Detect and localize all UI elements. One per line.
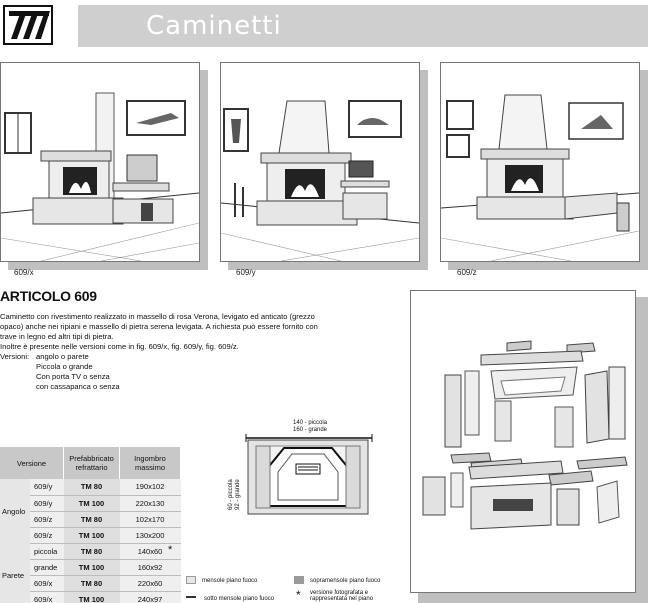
version-option: con cassapanca o senza	[36, 382, 120, 391]
description-line: Inoltre è presente nelle versioni come i…	[0, 342, 239, 351]
article-description: Caminetto con rivestimento realizzato in…	[0, 312, 400, 352]
versions-list: Versioni: angolo o parete Piccola o gran…	[0, 352, 120, 392]
group-label-parete: Parete	[0, 543, 30, 603]
description-line: Caminetto con rivestimento realizzato in…	[0, 312, 315, 321]
legend-swatch-dark	[294, 576, 304, 584]
cell-size: 102x170	[119, 511, 181, 528]
column-header-versione: Versione	[0, 447, 64, 479]
fireplace-illustration-609x	[0, 62, 200, 262]
legend-mensole: mensole piano fuoco	[202, 578, 258, 584]
legend-sopramensole: sopramensole piano fuoco	[310, 578, 381, 584]
table-row: 609/y TM 100 220x130	[0, 495, 181, 512]
photographed-version-star: *	[168, 544, 173, 556]
cell-prefab: TM 100	[63, 527, 120, 544]
brand-logo	[3, 5, 53, 45]
cell-prefab: TM 80	[63, 575, 120, 592]
version-option: Piccola o grande	[36, 362, 93, 371]
cell-version: grande	[30, 559, 64, 576]
cell-size: 190x102	[119, 479, 181, 496]
legend-swatch-line	[186, 596, 196, 598]
cell-prefab: TM 100	[63, 559, 120, 576]
diagram-width-labels: 140 - piccola 160 - grande	[275, 420, 345, 434]
cell-prefab: TM 100	[63, 495, 120, 512]
legend-swatch-light	[186, 576, 196, 584]
cell-version: 609/x	[30, 575, 64, 592]
cell-prefab: TM 80	[63, 543, 120, 560]
figure-caption-609y: 609/y	[236, 268, 256, 277]
cell-version: 609/y	[30, 495, 64, 512]
table-row: 609/z TM 100 130x200	[0, 527, 181, 544]
cell-size: 130x200	[119, 527, 181, 544]
cell-version: 609/z	[30, 511, 64, 528]
exploded-parts-drawing	[422, 340, 628, 530]
cell-prefab: TM 80	[63, 511, 120, 528]
description-line: opaco) anche nei ripiani e massello di p…	[0, 322, 318, 331]
fireplace-illustration-609z	[440, 62, 640, 262]
column-header-prefabbricato: Prefabbricato refrattario	[63, 447, 120, 479]
dim-width-small: 140 - piccola	[292, 420, 328, 426]
article-title: ARTICOLO 609	[0, 288, 97, 304]
cell-size: 240x97	[119, 591, 181, 603]
table-row: Angolo 609/y TM 80 190x102	[0, 479, 181, 543]
cell-version: piccola	[30, 543, 64, 560]
version-option: Con porta TV o senza	[36, 372, 110, 381]
fireplace-z-drawing	[440, 94, 640, 262]
description-line: trave in legno ed altri tipi di pietra.	[0, 332, 114, 341]
cell-version: 609/y	[30, 479, 64, 496]
table-row: 609/x TM 100 240x97	[0, 591, 181, 603]
plan-drawing	[245, 434, 373, 515]
table-row: Parete piccola TM 80 140x60	[0, 543, 181, 603]
figure-caption-609z: 609/z	[457, 268, 477, 277]
logo-mark	[9, 11, 50, 39]
plan-diagram	[226, 418, 386, 520]
dim-width-large: 160 - grande	[292, 427, 328, 433]
title-bar: Caminetti	[78, 5, 648, 47]
fireplace-illustration-609y	[220, 62, 420, 262]
cell-prefab: TM 100	[63, 591, 120, 603]
column-header-ingombro: Ingombro massimo	[119, 447, 181, 479]
fireplace-x-drawing	[0, 92, 200, 262]
cell-size: 220x130	[119, 495, 181, 512]
specs-table: Versione Prefabbricato refrattario Ingom…	[0, 447, 181, 603]
cell-prefab: TM 80	[63, 479, 120, 496]
cell-version: 609/z	[30, 527, 64, 544]
versions-label: Versioni:	[0, 352, 30, 361]
page-title: Caminetti	[146, 11, 282, 41]
legend-star: *	[296, 588, 301, 602]
figure-caption-609x: 609/x	[14, 268, 34, 277]
exploded-view	[410, 290, 636, 593]
cell-size: 220x60	[119, 575, 181, 592]
table-row: 609/z TM 80 102x170	[0, 511, 181, 528]
legend-photographed-version: versione fotografata e rappresentata nel…	[310, 590, 374, 602]
table-row: 609/x TM 80 220x60	[0, 575, 181, 592]
table-row: grande TM 100 160x92	[0, 559, 181, 576]
cell-version: 609/x	[30, 591, 64, 603]
group-label-angolo: Angolo	[0, 479, 30, 543]
cell-size: 140x60	[119, 543, 181, 560]
version-option: angolo o parete	[36, 352, 89, 361]
cell-size: 160x92	[119, 559, 181, 576]
legend-sottomensole: sotto mensole piano fuoco	[204, 596, 275, 602]
fireplace-y-drawing	[220, 100, 420, 262]
